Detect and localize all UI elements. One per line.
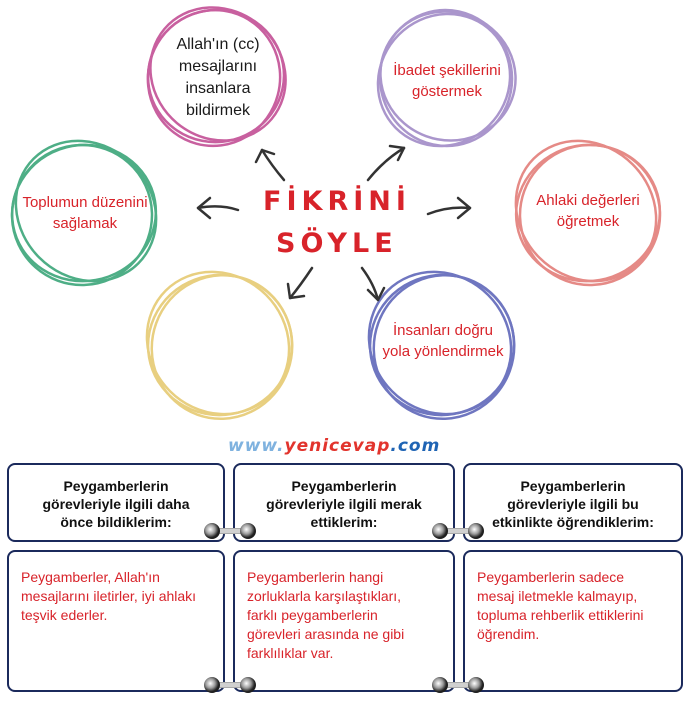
binder-ring	[432, 677, 448, 693]
binder-ring	[240, 523, 256, 539]
arrow-bottom-right	[360, 266, 386, 302]
bubble-bottom-right-text: İnsanları doğru yola yönlendirmek	[382, 322, 504, 360]
arrow-top-right	[366, 144, 406, 182]
watermark-suffix: .com	[390, 436, 441, 456]
arrow-bottom-left	[286, 266, 314, 300]
box-wonder-text: Peygamberlerin hangi zorluklarla karşıla…	[247, 569, 405, 661]
bubble-top-right-text: İbadet şekillerini göstermek	[393, 62, 501, 100]
binder-ring	[468, 677, 484, 693]
box-learned-body: Peygamberlerin sadece mesaj iletmekle ka…	[463, 550, 683, 692]
circle-top-right	[376, 8, 517, 148]
box-known-title: Peygamberlerin görevleriyle ilgili daha …	[42, 478, 190, 530]
binder-ring	[468, 523, 484, 539]
mind-map	[10, 6, 662, 421]
watermark-brand: yenicevap	[284, 436, 391, 456]
box-learned-title: Peygamberlerin görevleriyle ilgili bu et…	[492, 478, 654, 530]
watermark-prefix: www.	[228, 436, 285, 456]
binder-ring	[240, 677, 256, 693]
circle-left	[10, 139, 158, 287]
binder-ring	[204, 677, 220, 693]
arrow-top-left	[254, 148, 286, 182]
box-wonder-title: Peygamberlerin görevleriyle ilgili merak…	[266, 478, 422, 530]
arrow-right	[426, 196, 472, 220]
box-known-header: Peygamberlerin görevleriyle ilgili daha …	[7, 463, 225, 542]
watermark: www.yenicevap.com	[228, 436, 440, 456]
center-title-line1: FİKRİNİ	[263, 186, 411, 217]
box-learned-header: Peygamberlerin görevleriyle ilgili bu et…	[463, 463, 683, 542]
box-known-text: Peygamberler, Allah'ın mesajlarını ileti…	[21, 569, 197, 623]
box-learned-text: Peygamberlerin sadece mesaj iletmekle ka…	[477, 569, 644, 642]
binder-link-1	[214, 528, 246, 534]
bubble-top-left-text: Allah'ın (cc) mesajlarını insanlara bild…	[176, 36, 260, 119]
binder-link-4	[442, 682, 474, 688]
circle-bottom-left	[145, 270, 294, 421]
binder-ring	[204, 523, 220, 539]
circle-bottom-right	[367, 270, 516, 421]
bubble-left-text: Toplumun düzenini sağlamak	[22, 194, 148, 232]
binder-link-3	[214, 682, 246, 688]
binder-link-2	[442, 528, 474, 534]
circle-top-left	[146, 6, 287, 148]
center-title-line2: SÖYLE	[276, 228, 398, 259]
circle-right	[514, 139, 662, 287]
box-wonder-body: Peygamberlerin hangi zorluklarla karşıla…	[233, 550, 455, 692]
binder-ring	[432, 523, 448, 539]
box-wonder-header: Peygamberlerin görevleriyle ilgili merak…	[233, 463, 455, 542]
arrow-left	[196, 196, 240, 220]
box-known-body: Peygamberler, Allah'ın mesajlarını ileti…	[7, 550, 225, 692]
bubble-right-text: Ahlaki değerleri öğretmek	[536, 192, 640, 230]
